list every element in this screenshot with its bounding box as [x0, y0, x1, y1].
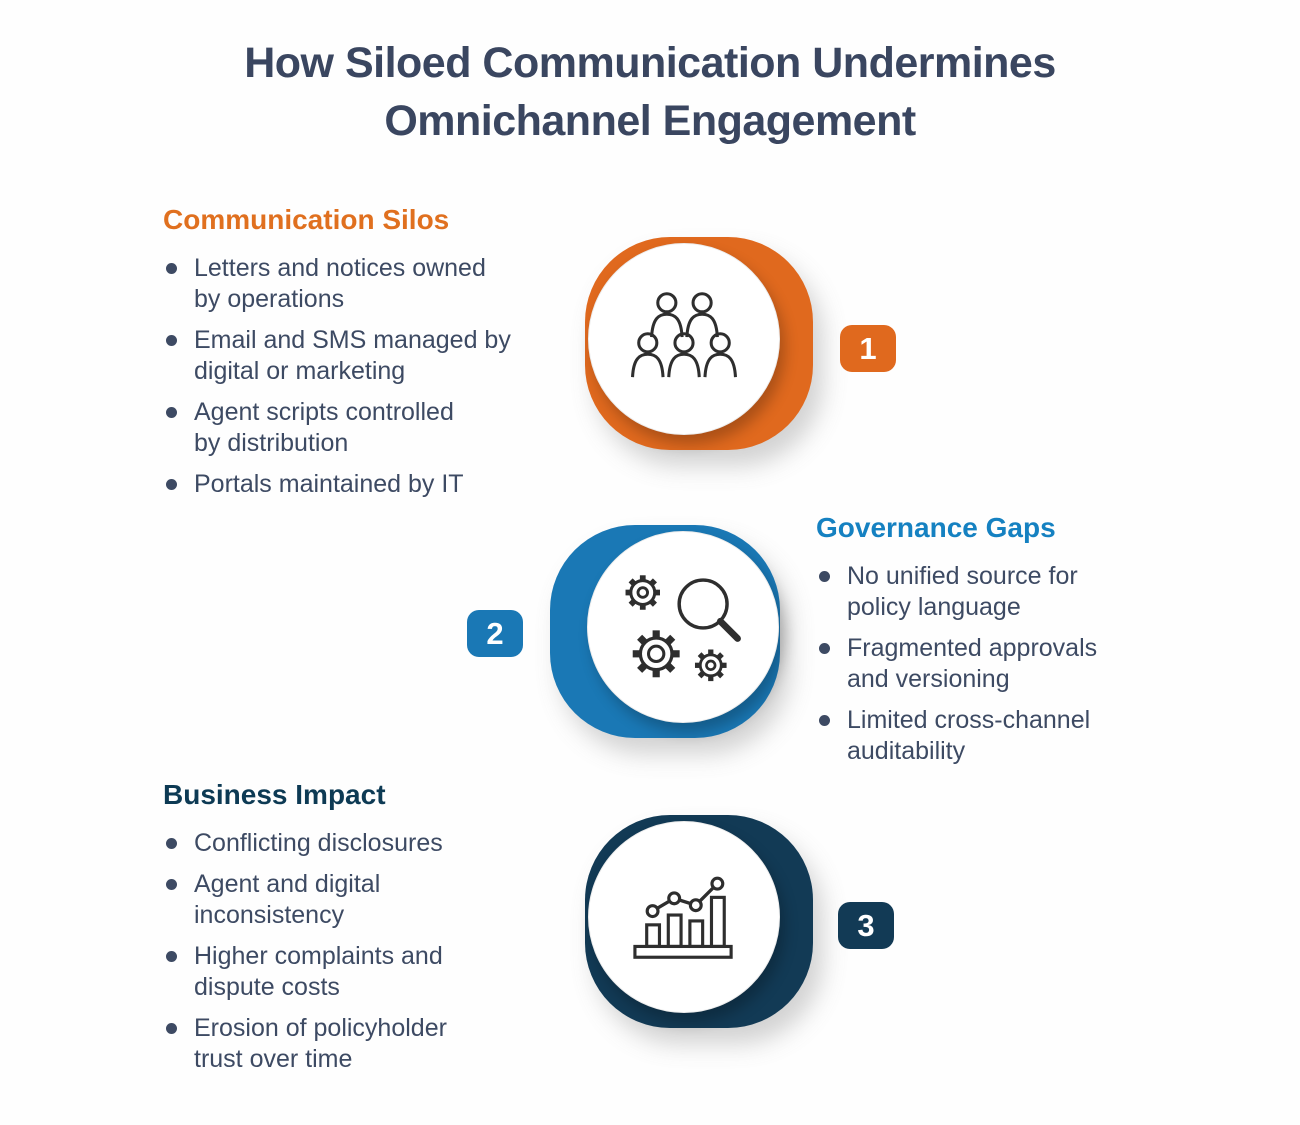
list-item: Higher complaints and dispute costs	[163, 941, 543, 1003]
list-item: Conflicting disclosures	[163, 828, 543, 859]
section-heading-governance-gaps: Governance Gaps	[816, 512, 1056, 543]
business-impact-list: Conflicting disclosures Agent and digita…	[163, 828, 543, 1075]
step1-graphic	[585, 237, 815, 452]
gears-magnifier-icon	[625, 575, 741, 682]
bullet-dot	[166, 263, 177, 274]
communication-silos-list: Letters and notices owned by operations …	[163, 253, 583, 500]
step2-graphic	[550, 525, 782, 740]
list-item: Agent and digital inconsistency	[163, 869, 543, 931]
bullet-dot	[166, 479, 177, 490]
people-group-icon	[631, 292, 737, 378]
list-item: Email and SMS managed by digital or mark…	[163, 325, 583, 387]
bar-chart-trend-icon	[633, 876, 733, 959]
bullet-dot	[166, 951, 177, 962]
bullet-dot	[166, 1023, 177, 1034]
section-communication-silos: Communication Silos Letters and notices …	[163, 203, 583, 500]
list-item: No unified source for policy language	[816, 561, 1186, 623]
step3-icon-circle	[588, 821, 780, 1013]
section-heading-communication-silos: Communication Silos	[163, 204, 450, 235]
step1-icon-circle	[588, 243, 780, 435]
bullet-dot	[166, 335, 177, 346]
bullet-dot	[819, 715, 830, 726]
step3-graphic	[585, 815, 815, 1030]
step3-number-badge: 3	[838, 902, 894, 949]
list-item: Letters and notices owned by operations	[163, 253, 583, 315]
step1-number-badge: 1	[840, 325, 896, 372]
step2-number-badge: 2	[467, 610, 523, 657]
bullet-dot	[166, 407, 177, 418]
section-governance-gaps: Governance Gaps No unified source for po…	[816, 511, 1186, 767]
bullet-dot	[819, 571, 830, 582]
section-heading-business-impact: Business Impact	[163, 779, 386, 810]
bullet-dot	[819, 643, 830, 654]
bullet-dot	[166, 879, 177, 890]
list-item: Agent scripts controlled by distribution	[163, 397, 583, 459]
list-item: Portals maintained by IT	[163, 469, 583, 500]
section-business-impact: Business Impact Conflicting disclosures …	[163, 778, 543, 1075]
list-item: Fragmented approvals and versioning	[816, 633, 1186, 695]
page-title: How Siloed Communication Undermines Omni…	[244, 39, 1056, 145]
list-item: Erosion of policyholder trust over time	[163, 1013, 543, 1075]
governance-gaps-list: No unified source for policy language Fr…	[816, 561, 1186, 767]
bullet-dot	[166, 838, 177, 849]
step2-icon-circle	[587, 531, 779, 723]
list-item: Limited cross-channel auditability	[816, 705, 1186, 767]
